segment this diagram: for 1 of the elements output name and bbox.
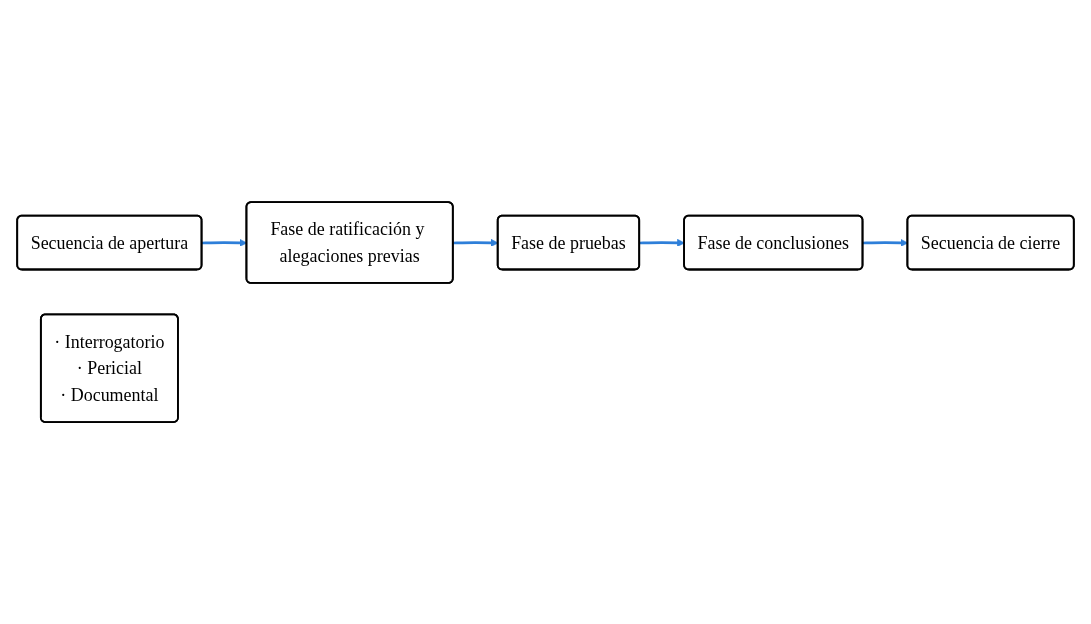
arrow: [639, 238, 685, 247]
